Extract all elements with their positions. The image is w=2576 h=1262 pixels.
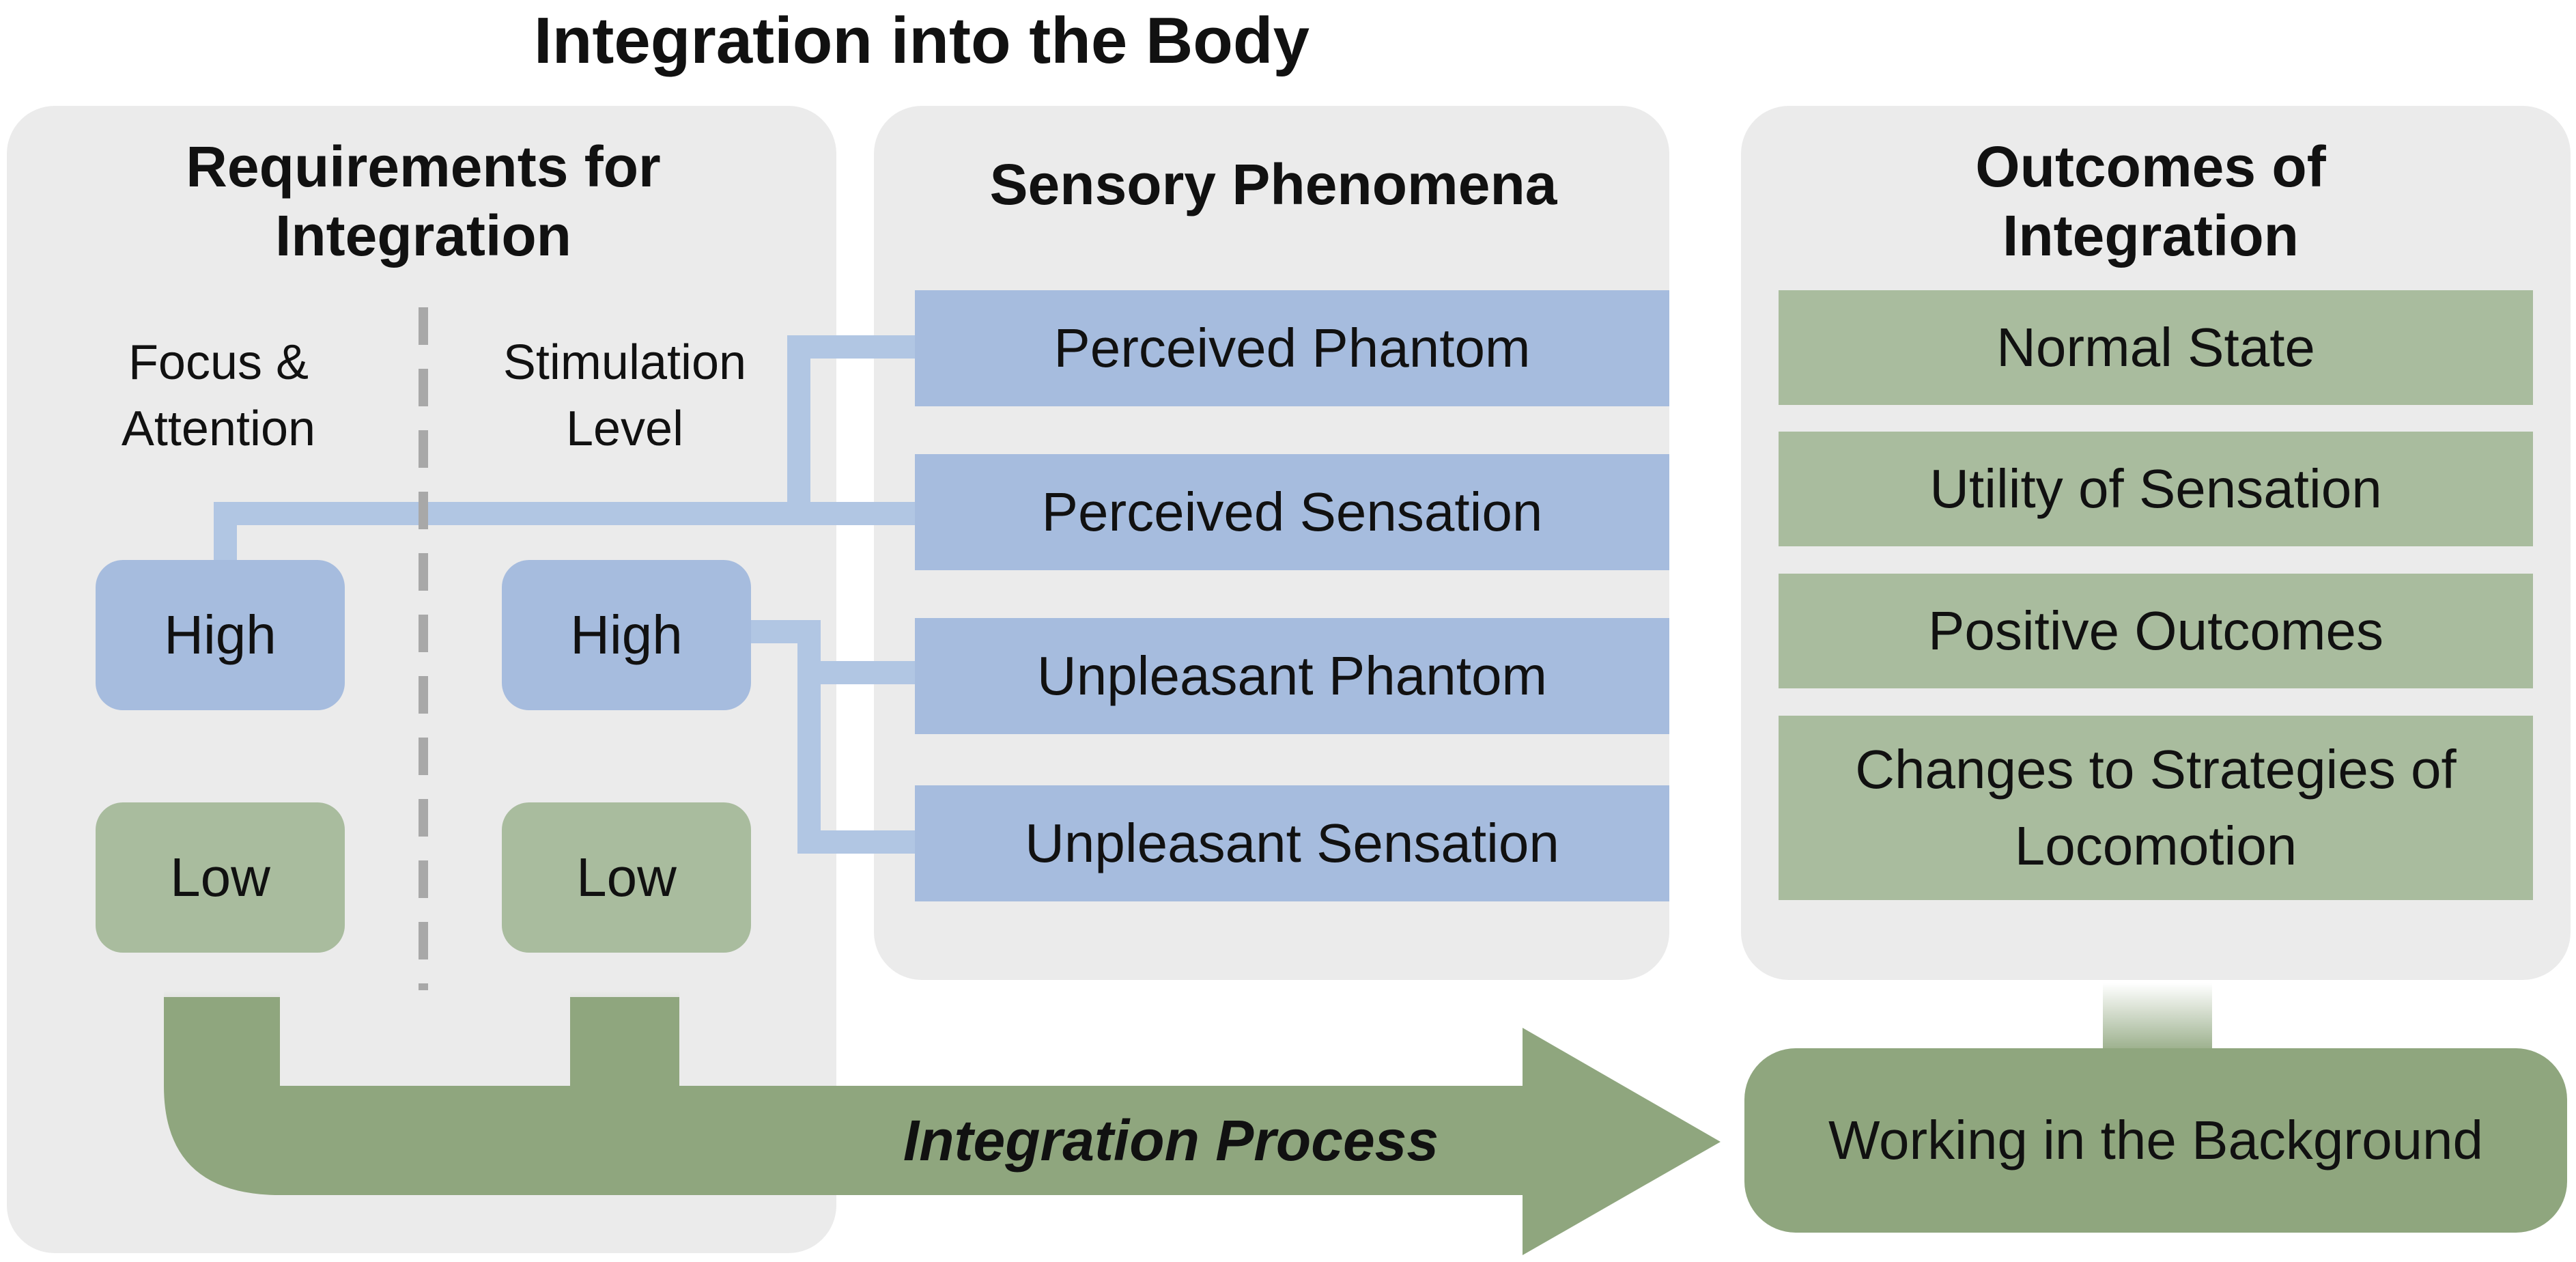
diagram-title: Integration into the Body [534,4,1310,77]
result-box: Working in the Background [1744,1048,2567,1233]
outcome-stem [2103,983,2212,1058]
focus-stem-fade [164,990,280,1072]
connector-focus-to-sensory [214,502,915,563]
sensory-item: Unpleasant Phantom [915,618,1669,734]
outcome-item: Changes to Strategies of Locomotion [1779,716,2533,900]
focus-low-box: Low [96,802,345,953]
stimulation-low-box: Low [502,802,751,953]
outcome-item: Positive Outcomes [1779,574,2533,688]
requirements-heading: Requirements for Integration [186,135,661,268]
integration-process-label: Integration Process [903,1108,1439,1173]
outcomes-heading: Outcomes of Integration [1975,135,2326,268]
sensory-item: Perceived Sensation [915,454,1669,570]
process-arrow-body [164,997,1721,1255]
sensory-item: Unpleasant Sensation [915,785,1669,901]
sensory-heading: Sensory Phenomena [989,152,1557,216]
stimulation-level-label: Stimulation Level [503,335,747,456]
stim-stem-fade [570,990,679,1065]
connector-stim-high-to-unpleasant [748,620,915,854]
focus-high-box: High [96,560,345,710]
outcome-item: Utility of Sensation [1779,432,2533,546]
connector-perceived-phantom [787,335,915,514]
sensory-item: Perceived Phantom [915,290,1669,406]
focus-attention-label: Focus & Attention [121,335,316,456]
outcome-item: Normal State [1779,290,2533,405]
stimulation-high-box: High [502,560,751,710]
